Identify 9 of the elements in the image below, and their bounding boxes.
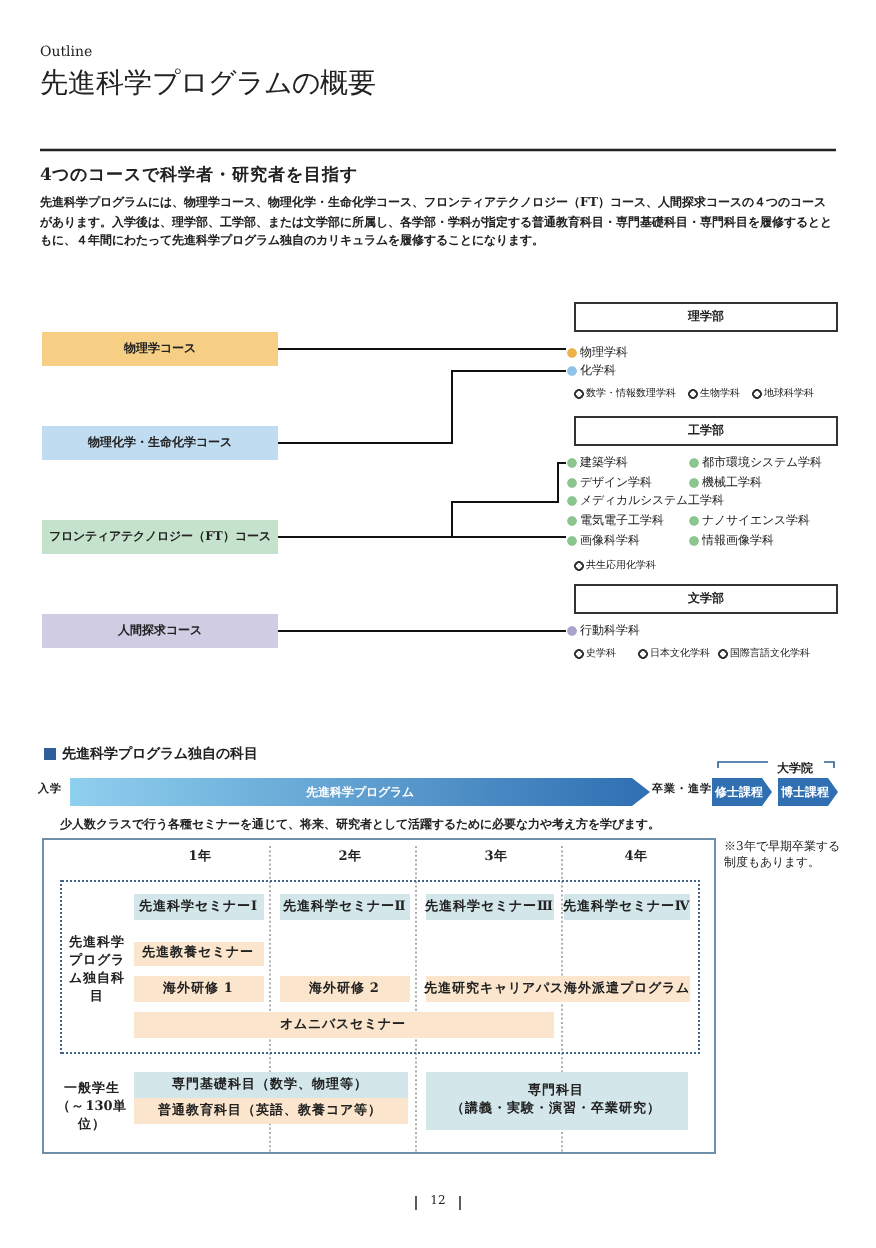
connector-line xyxy=(277,630,567,632)
connector-line xyxy=(277,348,567,350)
page-title: 先進科学プログラムの概要 xyxy=(40,66,376,102)
section-heading: 4つのコースで科学者・研究者を目指す xyxy=(40,164,358,188)
curriculum-table-frame xyxy=(42,838,716,1154)
dotted-group-frame xyxy=(59,879,699,1053)
connector-line xyxy=(277,536,567,538)
connector-line xyxy=(277,370,567,444)
course-cell xyxy=(425,1071,687,1129)
